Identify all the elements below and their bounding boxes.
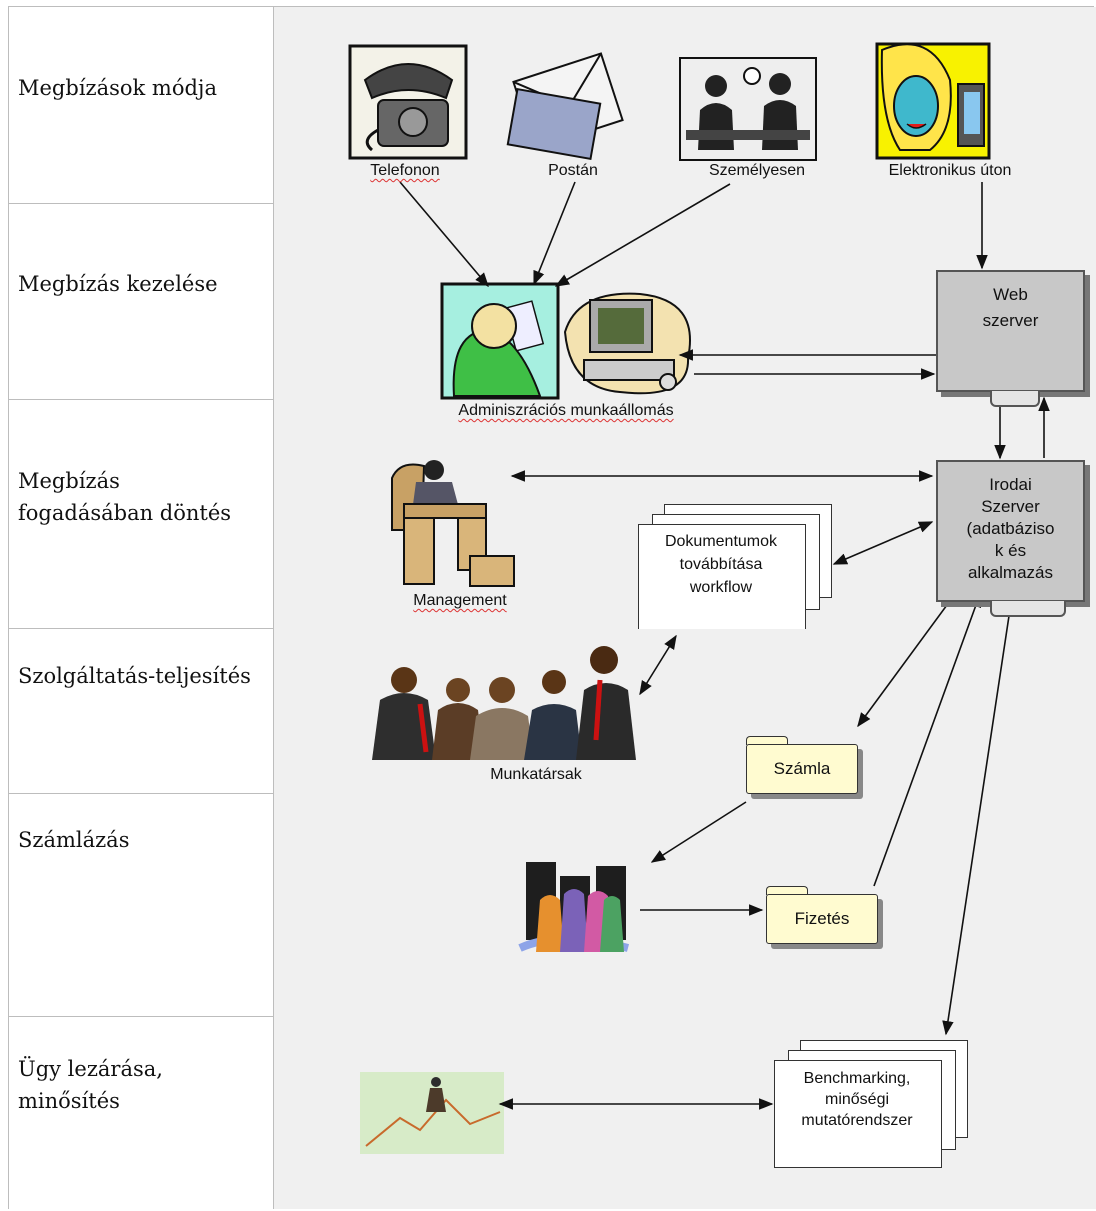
diagram-frame bbox=[8, 6, 1094, 1209]
management-label: Management bbox=[413, 592, 507, 609]
irodai-server-box: Irodai Szerver (adatbáziso k és alkalmaz… bbox=[936, 460, 1085, 602]
row-label-dontes: Megbízás fogadásában döntés bbox=[18, 469, 232, 525]
web-server-foot bbox=[990, 391, 1040, 407]
munkatarsak-label: Munkatársak bbox=[490, 766, 582, 783]
szemelyesen-label: Személyesen bbox=[708, 162, 806, 179]
postan-label: Postán bbox=[548, 162, 598, 179]
row-label-szolgaltatas: Szolgáltatás-teljesítés bbox=[18, 664, 251, 688]
row-label-megbizasok-modja: Megbízások módja bbox=[18, 76, 217, 100]
row-labels-column bbox=[9, 7, 274, 1209]
docs-label: Dokumentumok továbbítása workflow bbox=[664, 533, 778, 596]
szamla-folder: Számla bbox=[746, 744, 858, 794]
connector-arrows bbox=[399, 181, 1050, 1110]
row-label-megbizas-kezelese: Megbízás kezelése bbox=[18, 272, 218, 296]
row-separator bbox=[9, 203, 273, 204]
docs-sheet-front bbox=[638, 524, 806, 629]
row-separator bbox=[9, 399, 273, 400]
row-separator bbox=[9, 628, 273, 629]
fizetes-folder-tab bbox=[766, 886, 808, 895]
team-people-icon bbox=[372, 646, 636, 760]
admin-clerk-icon bbox=[440, 282, 560, 400]
telefonon-label: Telefonon bbox=[370, 162, 440, 179]
computer-icon bbox=[563, 292, 691, 395]
row-separator bbox=[9, 793, 273, 794]
benchmark-label: Benchmarking, minőségi mutatórendszer bbox=[801, 1070, 913, 1129]
row-label-szamlazas: Számlázás bbox=[18, 828, 130, 852]
envelope-icon bbox=[506, 52, 624, 161]
meeting-icon bbox=[679, 57, 817, 161]
elektronikus-label: Elektronikus úton bbox=[888, 162, 1012, 179]
woman-computer-icon bbox=[875, 42, 991, 160]
szamla-folder-tab bbox=[746, 736, 788, 745]
row-label-ugy-lezarasa: Ügy lezárása, minősítés bbox=[18, 1057, 163, 1113]
row-separator bbox=[9, 1016, 273, 1017]
manager-desk-icon bbox=[391, 460, 515, 587]
city-people-icon bbox=[518, 862, 630, 952]
irodai-server-foot bbox=[990, 601, 1066, 617]
telephone-icon bbox=[348, 44, 468, 160]
web-server-box: Web szerver bbox=[936, 270, 1085, 392]
fizetes-folder: Fizetés bbox=[766, 894, 878, 944]
businessman-chart-icon bbox=[360, 1072, 504, 1154]
bench-sheet-front bbox=[774, 1060, 942, 1168]
admin-workstation-label: Adminiszrációs munkaállomás bbox=[458, 402, 674, 419]
